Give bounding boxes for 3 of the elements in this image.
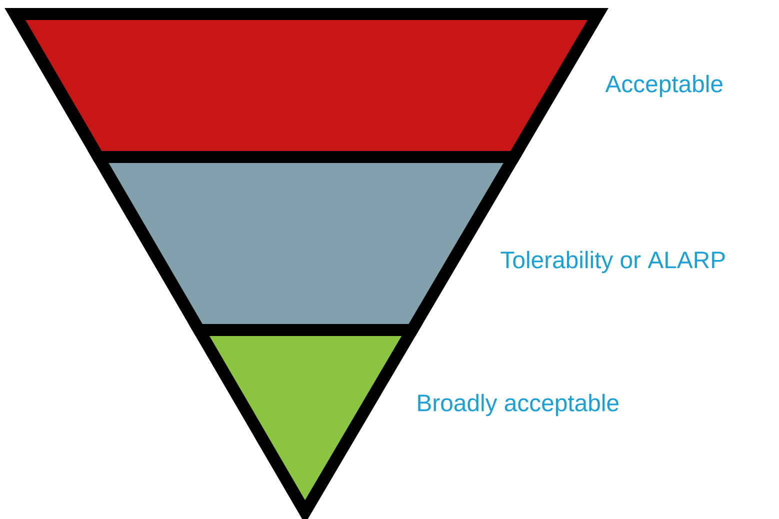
band-label: Tolerability or ALARP xyxy=(500,250,725,274)
band-label: Acceptable xyxy=(605,74,722,98)
band-label: Broadly acceptable xyxy=(418,394,618,416)
